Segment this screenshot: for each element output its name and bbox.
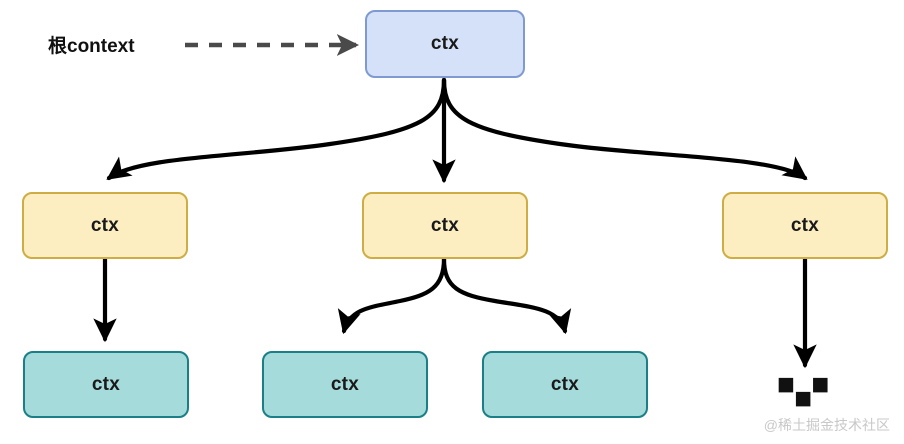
node-root-ctx[interactable]: ctx	[365, 10, 525, 78]
node-leaf-center-b-ctx[interactable]: ctx	[482, 351, 648, 418]
edge-root-to-mid-left	[106, 77, 447, 181]
edge-mid-center-to-leaf-b	[441, 256, 572, 335]
node-label: ctx	[430, 214, 460, 236]
node-label: ctx	[790, 214, 820, 236]
node-label: ctx	[430, 33, 460, 54]
node-mid-left-ctx[interactable]: ctx	[22, 192, 188, 259]
node-leaf-center-a-ctx[interactable]: ctx	[262, 351, 428, 418]
watermark: @稀土掘金技术社区	[763, 417, 890, 433]
node-label: ctx	[91, 373, 121, 395]
node-label: ctx	[90, 214, 120, 236]
root-context-caption: 根context	[48, 36, 135, 57]
node-mid-right-ctx[interactable]: ctx	[722, 192, 888, 259]
node-mid-center-ctx[interactable]: ctx	[362, 192, 528, 259]
edge-mid-center-to-leaf-a	[337, 256, 447, 335]
node-label: ctx	[550, 373, 580, 395]
node-label: ctx	[330, 373, 360, 395]
edge-root-to-mid-right	[441, 77, 808, 181]
ellipsis-more-nodes: ■ ■ ■	[776, 368, 834, 415]
node-leaf-left-ctx[interactable]: ctx	[23, 351, 189, 418]
